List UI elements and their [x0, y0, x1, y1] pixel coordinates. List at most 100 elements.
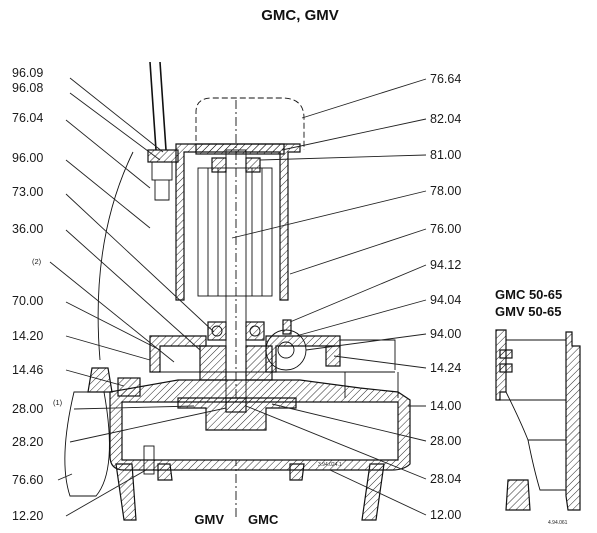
label-14-00: 14.00: [430, 399, 461, 413]
leader-82-04: [281, 118, 427, 151]
leader-73-00: [65, 193, 215, 333]
leader-78-00: [231, 190, 427, 239]
foot-inner-right: [289, 463, 305, 481]
mechanical-seal-left: [199, 345, 227, 381]
leader-76-00: [289, 228, 427, 275]
leader-76-04: [65, 119, 151, 189]
label-14-46: 14.46: [12, 363, 43, 377]
leader-2: [49, 261, 175, 363]
stator-windings: [207, 168, 263, 296]
stator: [197, 167, 273, 297]
side-pipe-outline: [505, 339, 566, 491]
label-28-04: 28.04: [430, 472, 461, 486]
label-28-20: 28.20: [12, 435, 43, 449]
upper-bearing-right: [245, 157, 261, 173]
upper-bearing-left: [211, 157, 227, 173]
label-note-2: (2): [32, 257, 42, 266]
leader-lines-right: [231, 78, 427, 516]
side-title-line2: GMV 50-65: [495, 304, 561, 319]
leader-76-64: [301, 78, 427, 119]
mechanical-seal-right: [245, 345, 273, 381]
label-12-20: 12.20: [12, 509, 43, 523]
leader-14-46: [65, 369, 125, 387]
labels-left: 96.09 96.08 76.04 96.00 73.00 36.00 (2) …: [12, 66, 63, 523]
float-clamp: [87, 367, 113, 393]
ball-right: [249, 325, 261, 337]
leader-12-00: [329, 469, 427, 516]
cable-gland-body: [151, 161, 173, 181]
leader-lines-left: [49, 77, 227, 517]
motor-top-cover: [195, 143, 285, 155]
lower-bearing-left: [207, 321, 227, 341]
motor-housing: [175, 143, 301, 301]
label-14-20: 14.20: [12, 329, 43, 343]
label-14-24: 14.24: [430, 361, 461, 375]
power-cable: [149, 61, 167, 151]
label-82-04: 82.04: [430, 112, 461, 126]
label-76-60: 76.60: [12, 473, 43, 487]
label-note-1: (1): [53, 398, 63, 407]
leader-94-12: [289, 264, 427, 323]
leader-94-04: [295, 299, 427, 337]
leader-28-00-right: [271, 403, 427, 442]
label-96-08: 96.08: [12, 81, 43, 95]
label-36-00: 36.00: [12, 222, 43, 236]
leader-28-20: [69, 407, 227, 443]
leader-70-00: [65, 301, 161, 351]
volute-chamber: [121, 401, 399, 461]
label-76-64: 76.64: [430, 72, 461, 86]
label-78-00: 78.00: [430, 184, 461, 198]
leader-81-00: [259, 154, 427, 161]
label-76-04: 76.04: [12, 111, 43, 125]
label-70-00: 70.00: [12, 294, 43, 308]
discharge-bolt: [325, 345, 341, 367]
leader-12-20: [65, 469, 147, 517]
side-title-line1: GMC 50-65: [495, 287, 562, 302]
leader-96-09: [69, 77, 164, 153]
side-bolt-2: [499, 363, 513, 373]
label-96-09: 96.09: [12, 66, 43, 80]
leader-14-24: [333, 355, 427, 369]
labels-right: 76.64 82.04 81.00 78.00 76.00 94.12 94.0…: [430, 72, 461, 522]
lifting-handle: [195, 97, 305, 150]
side-foot: [505, 479, 531, 511]
float-bracket: [117, 377, 141, 397]
float-body: [64, 391, 110, 497]
outlet-neck: [344, 372, 399, 398]
impeller-nut: [225, 397, 247, 413]
side-flange-right: [565, 331, 581, 511]
pump-section-main: 3.94.024.1: [64, 61, 411, 521]
label-94-12: 94.12: [430, 258, 461, 272]
drawing-title: GMC, GMV: [261, 7, 339, 24]
foot-inner-left: [157, 463, 173, 481]
label-96-00: 96.00: [12, 151, 43, 165]
oil-plug: [277, 341, 295, 359]
seal-housing-left: [149, 335, 207, 373]
ball-left: [211, 325, 223, 337]
drawing-code-main: 3.94.024.1: [318, 462, 342, 468]
side-drawing-code: 4.94.061: [548, 520, 568, 526]
float-cable: [97, 151, 134, 361]
label-28-00-right: 28.00: [430, 434, 461, 448]
discharge-outlet: [340, 339, 396, 373]
label-12-00: 12.00: [430, 508, 461, 522]
bottom-screw-left: [143, 445, 155, 475]
label-76-00: 76.00: [430, 222, 461, 236]
leader-14-20: [65, 335, 151, 361]
side-view: GMC 50-65 GMV 50-65 4.94.061: [495, 287, 581, 526]
leader-96-08: [69, 92, 161, 161]
leader-28-04: [245, 405, 427, 480]
side-pipe-inner: [500, 399, 566, 441]
leader-28-00-left: [73, 405, 195, 410]
label-73-00: 73.00: [12, 185, 43, 199]
foot-right: [361, 463, 385, 521]
label-81-00: 81.00: [430, 148, 461, 162]
label-28-00-left: 28.00: [12, 402, 43, 416]
leader-96-00: [65, 159, 151, 229]
bottom-label-gmc: GMC: [248, 512, 279, 527]
cable-entry: [154, 180, 170, 201]
leader-94-00: [305, 333, 427, 351]
lower-bearing-right: [245, 321, 265, 341]
